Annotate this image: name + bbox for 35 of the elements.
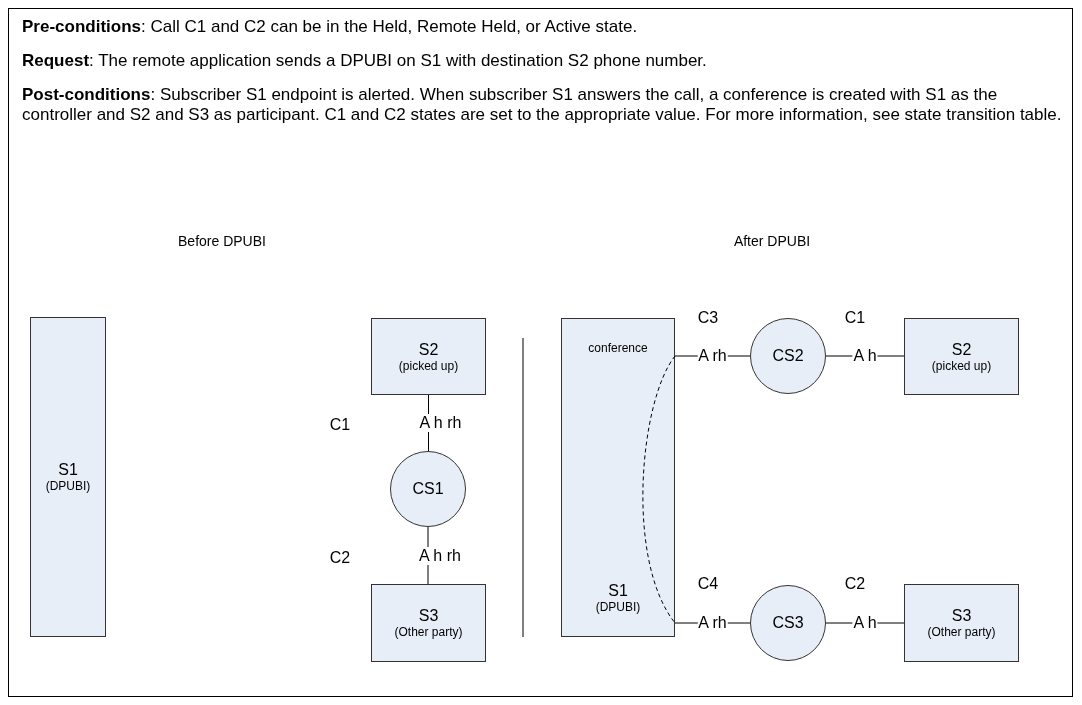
node-label: (DPUBI) <box>45 479 91 493</box>
call-label: C2 <box>329 548 351 568</box>
node-label: CS3 <box>772 614 804 632</box>
call-label: C2 <box>844 574 866 594</box>
endpoint-box <box>30 317 106 637</box>
section-heading: After DPUBI <box>733 231 811 251</box>
endpoint-box <box>371 584 486 662</box>
node-label: CS1 <box>412 480 444 498</box>
node-label: S1 <box>608 582 628 600</box>
call-label: C3 <box>697 308 719 328</box>
paragraph: Request: The remote application sends a DPUBI on S1 with destination S2 phone number. <box>22 51 708 71</box>
call-label: C1 <box>329 415 351 435</box>
node-label: (picked up) <box>398 358 459 373</box>
node-label: (Other party) <box>394 625 463 639</box>
node-label: S2 <box>418 340 439 359</box>
call-label: C4 <box>697 574 719 594</box>
section-heading: Before DPUBI <box>178 231 266 251</box>
endpoint-box <box>904 584 1019 662</box>
call-label: C1 <box>844 308 866 328</box>
paragraph: Post-conditions: Subscriber S1 endpoint is alerted. When subscriber S1 answers the call, a conference is created with S1 as the controller and S2 and S3 as participant. C1 and C2 states are set to the appropriate value. For more information, see state transition table. <box>22 85 1062 125</box>
paragraph: Pre-conditions: Call C1 and C2 can be in the Held, Remote Held, or Active state. <box>22 17 639 37</box>
node-label: (Other party) <box>927 625 996 639</box>
edge-label: A h rh <box>418 414 463 432</box>
node-label: CS2 <box>772 347 804 365</box>
node-label: S3 <box>951 607 972 625</box>
edge-label: A h rh <box>418 546 462 565</box>
endpoint-box <box>904 318 1019 395</box>
node-label: S1 <box>58 461 78 479</box>
endpoint-box <box>561 318 675 637</box>
node-label: (DPUBI) <box>595 600 641 614</box>
node-label: S2 <box>951 340 972 359</box>
node-label: conference <box>588 341 648 355</box>
endpoint-box <box>371 318 486 395</box>
node-label: (picked up) <box>931 358 992 373</box>
node-label: S3 <box>418 607 439 625</box>
